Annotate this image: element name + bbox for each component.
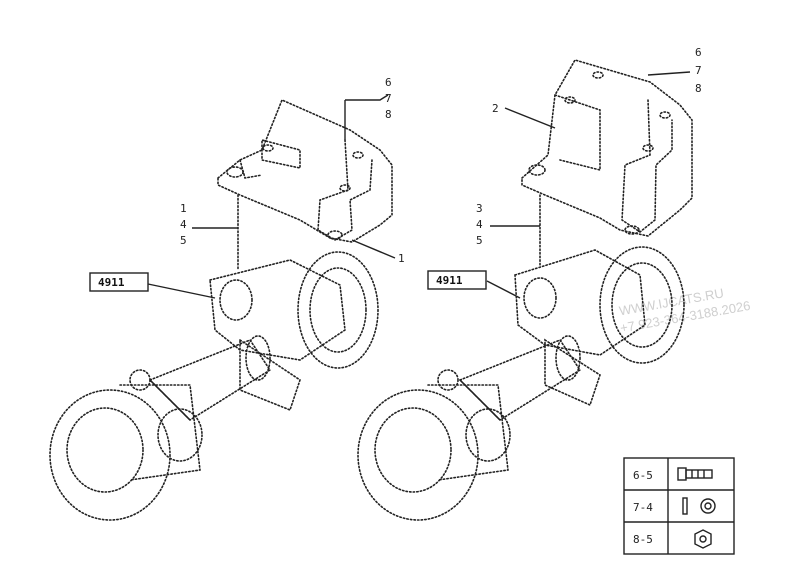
right-callout-left-1: 3 [476,202,483,215]
left-callout-right: 1 [398,252,405,265]
right-callouts: 6 7 8 3 4 5 2 [476,46,702,299]
left-bracket [217,98,393,243]
legend-key-1: 6-5 [633,469,653,482]
left-ref-box: 4911 [89,272,149,292]
left-callout-left-3: 5 [180,234,187,247]
left-yoke [49,369,203,521]
left-callout-top-2: 7 [385,92,392,105]
right-callout-top-2: 7 [695,64,702,77]
right-bracket [521,59,693,237]
left-callout-top-3: 8 [385,108,392,121]
left-assembly: 6 7 8 1 4 5 1 4911 [49,76,405,521]
nut-icon [694,529,712,549]
washer-icon [682,497,716,515]
right-callout-top-3: 8 [695,82,702,95]
right-callout-left-2: 4 [476,218,483,231]
bolt-icon [677,467,713,481]
right-assembly: 6 7 8 3 4 5 2 4911 [357,46,702,521]
right-ref-box: 4911 [427,270,487,290]
left-callouts: 6 7 8 1 4 5 1 [147,76,405,299]
legend-key-3: 8-5 [633,533,653,546]
right-callout-left-3: 5 [476,234,483,247]
right-callout-upper-left: 2 [492,102,499,115]
left-ref-label: 4911 [98,276,125,289]
fastener-legend: 6-5 7-4 8-5 [623,457,735,555]
right-yoke [357,369,511,521]
right-shaft [458,335,582,422]
right-housing [514,246,685,407]
legend-key-2: 7-4 [633,501,653,514]
right-callout-top-1: 6 [695,46,702,59]
right-ref-label: 4911 [436,274,463,287]
left-housing [209,251,379,412]
left-shaft [148,335,272,422]
left-callout-top-1: 6 [385,76,392,89]
left-callout-left-1: 1 [180,202,187,215]
left-callout-left-2: 4 [180,218,187,231]
